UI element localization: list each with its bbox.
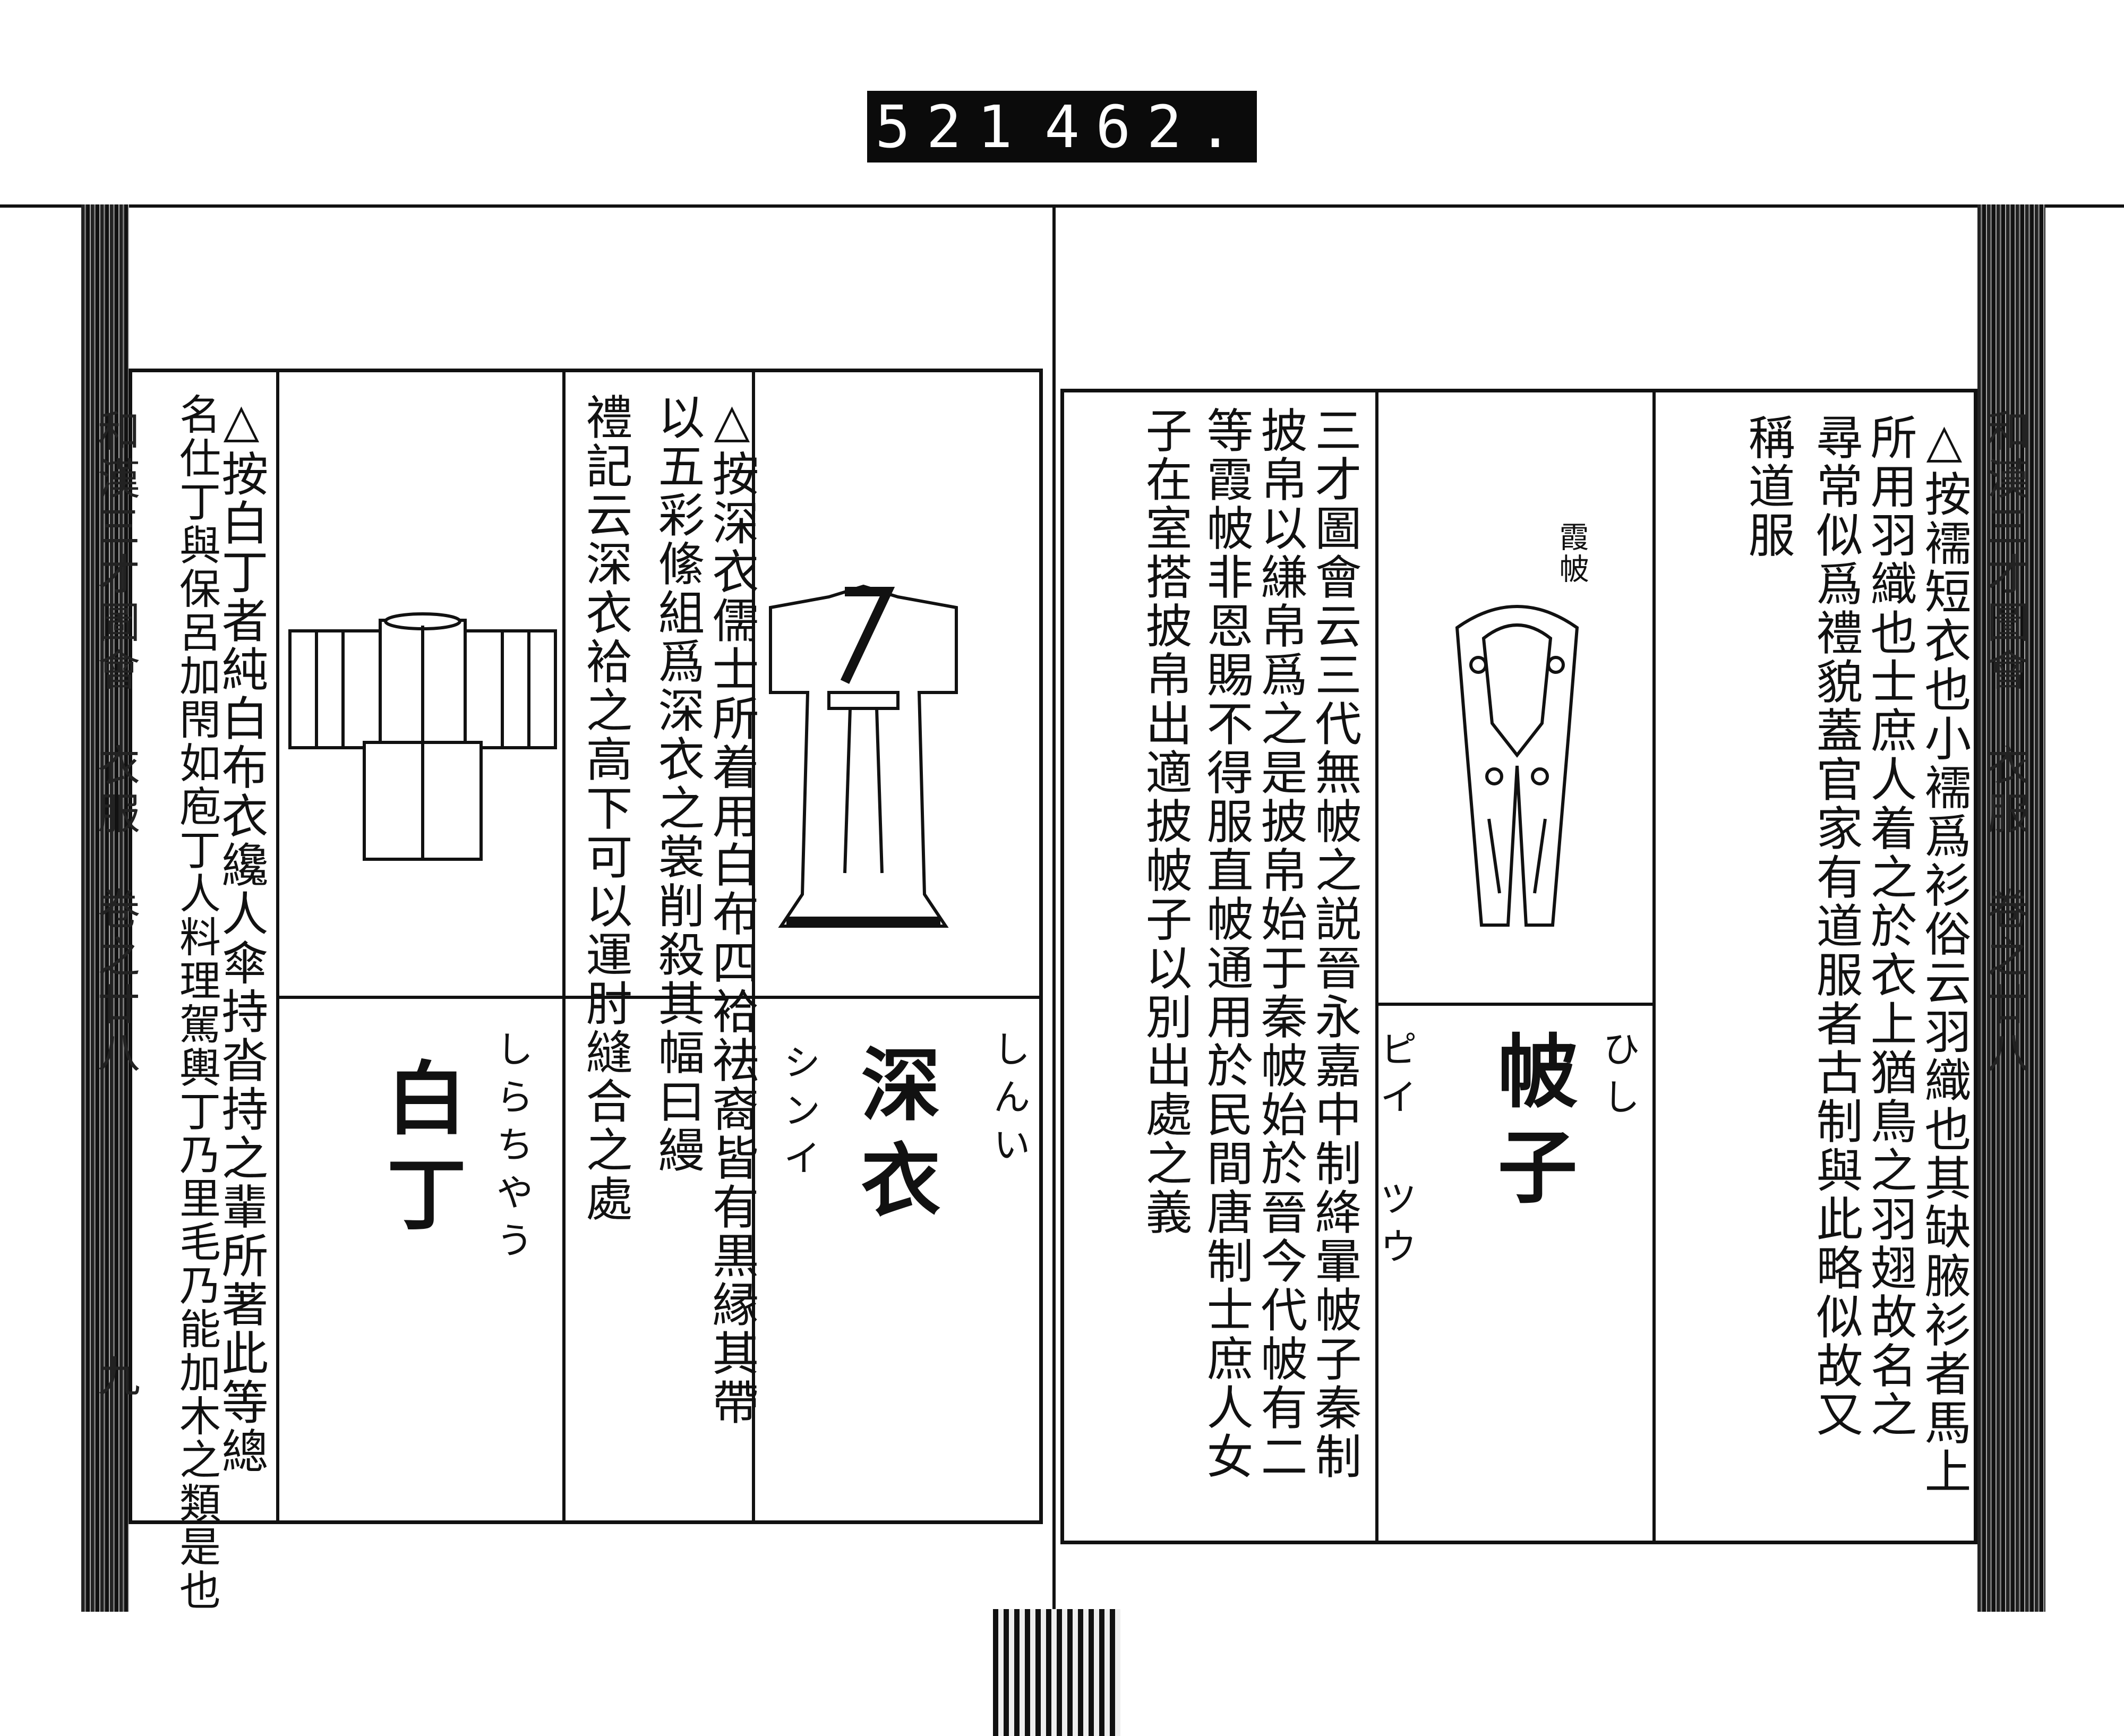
shini-kana: しんい — [987, 1030, 1031, 1173]
shini-text-col: 禮記云深衣袷之高下可以運肘縫合之處 — [578, 393, 633, 1224]
haori-text-col: △按襦短衣也小襦爲衫俗云羽織也其缺腋衫者馬上 — [1917, 413, 1972, 1496]
divider — [276, 372, 279, 1521]
hishi-text-col: 等霞帔非恩賜不得服直帔通用於民間唐制士庶人女 — [1199, 406, 1254, 1481]
hishi-text-col: 披帛以縑帛爲之是披帛始于秦帔始於晉今代帔有二 — [1253, 406, 1308, 1481]
page-top-edge — [0, 204, 2124, 208]
divider — [1375, 392, 1378, 1541]
divider — [1375, 1003, 1652, 1006]
right-page-frame — [1060, 389, 1977, 1544]
hakucho-text-col: △按白丁者純白布衣纔人傘持沓持之輩所著此等總 — [214, 393, 269, 1476]
left-page-frame — [129, 369, 1043, 1524]
divider — [752, 372, 755, 1521]
right-book-edge — [1977, 204, 2045, 1612]
shini-title: 深衣 — [847, 1043, 941, 1234]
hishi-shawl-illustration — [1455, 605, 1579, 927]
hishi-text-col: 三才圖會云三代無帔之説晉永嘉中制絳暈帔子秦制 — [1307, 406, 1362, 1481]
catalog-number-left: 521 — [875, 92, 1029, 161]
hakucho-robe-illustration — [288, 612, 557, 861]
divider — [562, 372, 566, 1521]
hishi-reading: ピイ ツウ — [1374, 1030, 1417, 1275]
shini-reading: シンイ — [777, 1043, 821, 1186]
left-margin-title: 和漢三才圖會 衣服 卷之廿八 — [91, 409, 140, 1078]
shini-text-col: 以五彩絛組爲深衣之裳削殺其幅曰縵 — [650, 393, 705, 1175]
hakucho-text-col: 名仕丁與保呂加閇如庖丁人料理駕輿丁乃里毛乃能加木之類是也 — [173, 393, 220, 1612]
haori-text-col: 所用羽織也士庶人着之於衣上猶鳥之羽翅故名之 — [1863, 413, 1917, 1439]
hakucho-title: 白丁 — [373, 1057, 467, 1248]
divider — [1652, 392, 1656, 1541]
hishi-kana: ひし — [1597, 1030, 1640, 1125]
spine-line — [1052, 204, 1056, 1612]
haori-text-col: 稱道服 — [1741, 413, 1795, 560]
right-margin-title: 和漢三才圖會 衣服 卷之廿八 — [1980, 409, 2029, 1078]
kahi-figure-label: 霞帔 — [1554, 521, 1589, 585]
left-page-number: 九 — [91, 1354, 140, 1402]
hakucho-kana: しらちやう — [490, 1030, 534, 1269]
hishi-text-col: 子在室搭披帛出適披帔子以別出處之義 — [1138, 406, 1193, 1237]
spine-binding — [993, 1609, 1120, 1736]
catalog-number-right: 462. — [1044, 92, 1249, 161]
divider — [276, 996, 1043, 999]
left-book-edge — [81, 204, 129, 1612]
shini-text-col: △按深衣儒士所着用白布四袷祛裔皆有黒縁其帶 — [705, 393, 759, 1427]
hishi-title: 帔子 — [1484, 1030, 1578, 1221]
haori-text-col: 尋常似爲禮貌蓋官家有道服者古制與此略似故又 — [1809, 413, 1863, 1439]
shini-robe-illustration — [769, 584, 958, 928]
catalog-number-label: 521 462. — [867, 91, 1257, 163]
